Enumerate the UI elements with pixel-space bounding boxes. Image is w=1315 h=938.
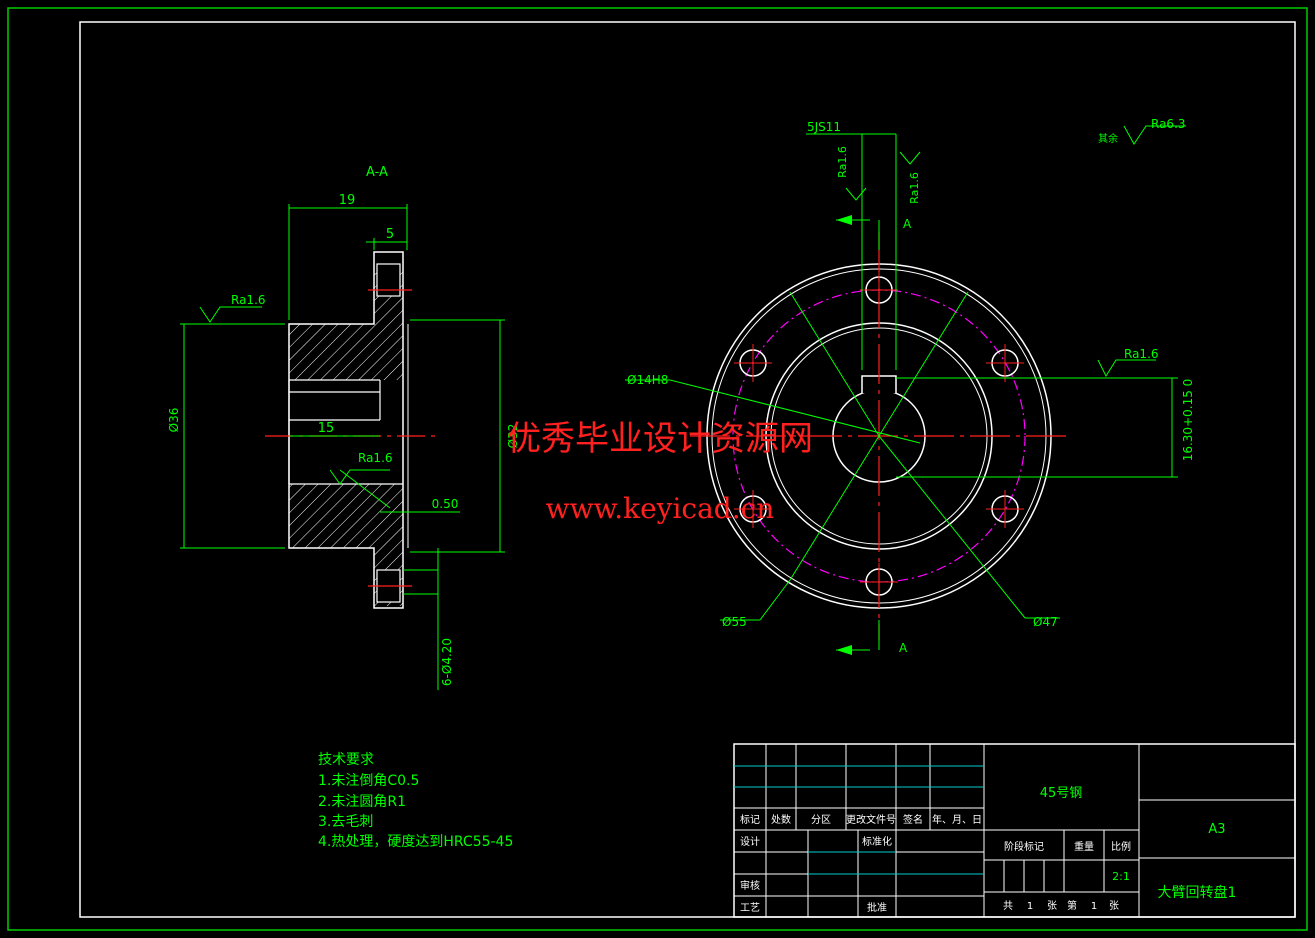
roughness-ra16-e: Ra1.6: [908, 172, 921, 204]
roughness-rest: 其余: [1098, 132, 1118, 145]
dim-d32: Ø32: [506, 424, 520, 449]
dim-d47: Ø47: [1033, 615, 1058, 629]
tb-zone: 分区: [811, 814, 831, 826]
tb-share-n: 1: [1027, 901, 1033, 912]
dim-050: 0.50: [432, 497, 459, 511]
tb-mark: 标记: [740, 814, 760, 826]
tech-title: 技术要求: [318, 752, 374, 768]
dim-15: 15: [318, 421, 335, 436]
dim-keydepth: 16.30+0.15 0: [1181, 379, 1195, 462]
tb-size: A3: [1208, 822, 1225, 837]
tech-item: 2.未注圆角R1: [318, 794, 406, 810]
dim-holes: 6-Ø4.20: [440, 638, 454, 686]
dim-d55: Ø55: [722, 615, 747, 629]
tb-sheet: 张: [1047, 900, 1057, 912]
tb-date: 年、月、日: [932, 813, 982, 826]
hatch-lower: [289, 484, 403, 548]
section-view: A-A: [167, 165, 520, 690]
tb-name: 大臂回转盘1: [1158, 884, 1237, 901]
tb-weight: 重量: [1074, 840, 1094, 853]
tb-page: 第: [1067, 899, 1077, 912]
inner-frame: [79, 21, 1296, 918]
dim-key: 5JS11: [807, 120, 841, 134]
front-view: 5JS11 Ø14H8 Ø55 Ø47 16.30+0.15 0 Ra1.6 R…: [625, 117, 1195, 655]
tb-sheet-2: 张: [1109, 900, 1119, 912]
roughness-ra16-a: Ra1.6: [231, 293, 266, 307]
roughness-ra16-c: Ra1.6: [1124, 347, 1159, 361]
title-block: 标记 处数 分区 更改文件号 签名 年、月、日 设计 标准化 审核 工艺 批准 …: [733, 743, 1296, 918]
tech-item: 3.去毛刺: [318, 814, 373, 830]
tb-share: 共: [1003, 900, 1013, 912]
section-outline: [288, 251, 404, 609]
dim-bore: Ø14H8: [627, 373, 668, 387]
hatch-upper: [289, 324, 403, 380]
cut-label-bottom: A: [899, 641, 908, 655]
tb-check: 审核: [740, 879, 760, 892]
tb-count: 处数: [771, 813, 791, 826]
tb-process: 工艺: [740, 902, 760, 914]
dim-19: 19: [339, 193, 356, 208]
tb-stage: 阶段标记: [1004, 840, 1044, 853]
tb-scale: 2:1: [1112, 870, 1130, 883]
tb-sign: 签名: [903, 813, 923, 826]
tech-item: 1.未注倒角C0.5: [318, 773, 419, 789]
tb-ratio: 比例: [1111, 840, 1131, 853]
dim-5: 5: [386, 227, 394, 242]
roughness-ra16-b: Ra1.6: [358, 451, 393, 465]
tb-material: 45号钢: [1040, 786, 1083, 801]
tb-design: 设计: [740, 835, 760, 848]
watermark-cn: 优秀毕业设计资源网: [507, 419, 813, 459]
roughness-ra16-d: Ra1.6: [836, 146, 849, 178]
tech-item: 4.热处理，硬度达到HRC55-45: [318, 834, 513, 850]
outer-frame: [7, 7, 1308, 931]
section-label: A-A: [366, 165, 388, 180]
dim-d36: Ø36: [167, 408, 181, 433]
tech-requirements: 技术要求 1.未注倒角C0.5 2.未注圆角R1 3.去毛刺 4.热处理，硬度达…: [318, 752, 513, 850]
cut-label-top: A: [903, 217, 912, 231]
tb-doc: 更改文件号: [846, 813, 896, 826]
tb-page-n: 1: [1091, 901, 1097, 912]
watermark-url: www.keyicad.cn: [546, 492, 775, 525]
tb-std: 标准化: [862, 835, 892, 848]
tb-approve: 批准: [867, 901, 887, 914]
roughness-ra63: Ra6.3: [1151, 117, 1186, 131]
